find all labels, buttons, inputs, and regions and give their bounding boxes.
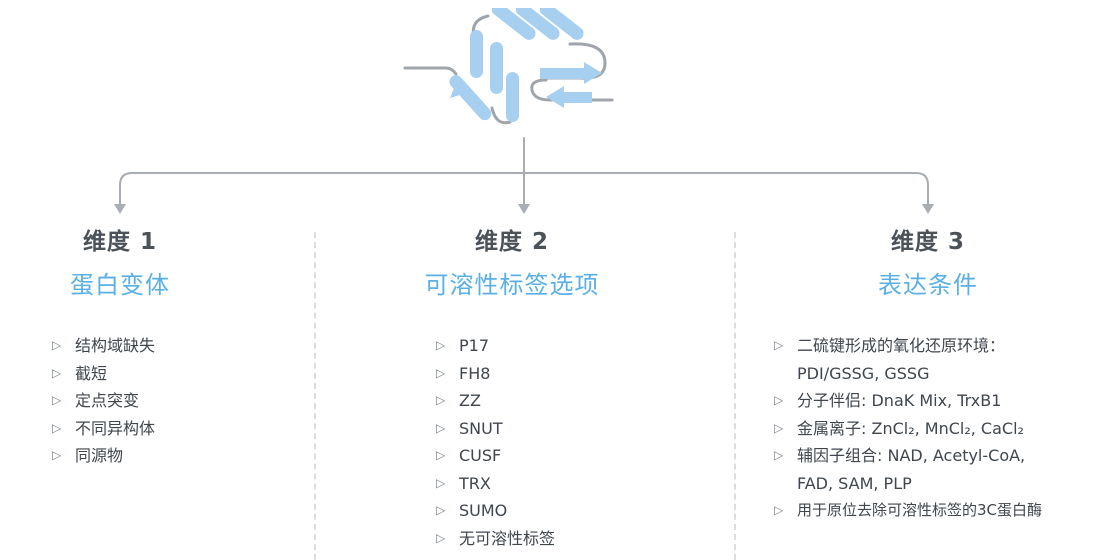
column-1-heading: 维度 1 <box>82 229 157 255</box>
open-triangle-bullet-icon: ▷ <box>436 503 446 517</box>
protein-structure-icon <box>403 8 614 125</box>
list-item-text: 截短 <box>75 363 108 383</box>
list-item-text: 结构域缺失 <box>75 336 156 355</box>
list-item: ▷ 同源物 <box>52 442 155 470</box>
open-triangle-bullet-icon: ▷ <box>774 503 784 517</box>
list-item-text: 辅因子组合: NAD, Acetyl-CoA, <box>797 446 1026 465</box>
list-item: ▷ TRX <box>436 470 555 498</box>
column-2-list: ▷ P17 ▷ FH8 ▷ ZZ ▷ SNUT ▷ CUSF ▷ TRX ▷ SUMO ▷ 无可… <box>436 332 555 552</box>
list-item-text: 无可溶性标签 <box>459 528 556 548</box>
column-3-list: ▷ 二硫键形成的氧化还原环境： PDI/GSSG, GSSG ▷ 分子伴侣: DnaK… <box>774 332 1042 525</box>
list-item-text: 用于原位去除可溶性标签的3C蛋白酶 <box>797 501 1043 519</box>
column-2: 维度 2 可溶性标签选项 <box>402 224 622 304</box>
open-triangle-bullet-icon: ▷ <box>774 338 784 352</box>
list-item-text: 不同异构体 <box>75 418 156 438</box>
column-2-subheading: 可溶性标签选项 <box>424 271 600 299</box>
column-3: 维度 3 表达条件 <box>838 224 1018 304</box>
column-1-list: ▷ 结构域缺失 ▷ 截短 ▷ 定点突变 ▷ 不同异构体 ▷ 同源物 <box>52 332 155 470</box>
connector-arrows <box>114 137 934 214</box>
list-item: ▷ 无可溶性标签 <box>436 525 555 553</box>
divider-left <box>314 232 316 560</box>
list-item: ▷ 二硫键形成的氧化还原环境： PDI/GSSG, GSSG <box>774 332 1042 387</box>
column-3-subheading: 表达条件 <box>878 271 978 299</box>
list-item: ▷ P17 <box>436 332 555 360</box>
list-item-text: P17 <box>459 336 490 355</box>
list-item-continuation: PDI/GSSG, GSSG <box>797 363 930 383</box>
list-item-text: SNUT <box>459 418 503 438</box>
list-item-text: 金属离子: ZnCl₂, MnCl₂, CaCl₂ <box>797 418 1024 438</box>
column-2-heading: 维度 2 <box>474 229 549 255</box>
list-item: ▷ ZZ <box>436 387 555 415</box>
list-item-text: TRX <box>459 473 491 493</box>
open-triangle-bullet-icon: ▷ <box>436 338 446 352</box>
open-triangle-bullet-icon: ▷ <box>436 530 446 545</box>
open-triangle-bullet-icon: ▷ <box>52 393 62 407</box>
list-item-text: SUMO <box>459 501 508 520</box>
list-item-text: 分子伴侣: DnaK Mix, TrxB1 <box>797 391 1002 410</box>
list-item: ▷ 用于原位去除可溶性标签的3C蛋白酶 <box>774 497 1042 525</box>
list-item: ▷ 辅因子组合: NAD, Acetyl-CoA, FAD, SAM, PLP <box>774 442 1042 497</box>
connector-bar <box>119 172 929 206</box>
open-triangle-bullet-icon: ▷ <box>436 448 446 462</box>
list-item-text: ZZ <box>459 391 481 410</box>
arrow-head-right <box>922 204 934 214</box>
open-triangle-bullet-icon: ▷ <box>436 420 446 435</box>
column-1: 维度 1 蛋白变体 <box>40 224 200 304</box>
open-triangle-bullet-icon: ▷ <box>436 393 446 407</box>
list-item-text: 二硫键形成的氧化还原环境： <box>797 336 1006 355</box>
open-triangle-bullet-icon: ▷ <box>774 393 784 407</box>
list-item: ▷ SUMO <box>436 497 555 525</box>
column-1-subheading: 蛋白变体 <box>70 271 170 299</box>
open-triangle-bullet-icon: ▷ <box>436 475 446 490</box>
arrow-head-left <box>114 204 126 214</box>
divider-right <box>734 232 736 560</box>
list-item: ▷ 截短 <box>52 360 155 388</box>
list-item: ▷ SNUT <box>436 415 555 443</box>
list-item-text: FH8 <box>459 363 491 383</box>
list-item: ▷ 结构域缺失 <box>52 332 155 360</box>
open-triangle-bullet-icon: ▷ <box>52 448 62 462</box>
column-3-heading: 维度 3 <box>890 229 965 255</box>
open-triangle-bullet-icon: ▷ <box>52 365 62 380</box>
list-item: ▷ 定点突变 <box>52 387 155 415</box>
open-triangle-bullet-icon: ▷ <box>774 448 784 462</box>
list-item-text: CUSF <box>459 446 502 465</box>
list-item-text: 同源物 <box>75 446 124 465</box>
list-item: ▷ 不同异构体 <box>52 415 155 443</box>
open-triangle-bullet-icon: ▷ <box>774 420 784 435</box>
list-item: ▷ 金属离子: ZnCl₂, MnCl₂, CaCl₂ <box>774 415 1042 443</box>
list-item: ▷ CUSF <box>436 442 555 470</box>
list-item-text: 定点突变 <box>75 391 140 410</box>
list-item: ▷ FH8 <box>436 360 555 388</box>
list-item: ▷ 分子伴侣: DnaK Mix, TrxB1 <box>774 387 1042 415</box>
open-triangle-bullet-icon: ▷ <box>52 338 62 352</box>
open-triangle-bullet-icon: ▷ <box>436 365 446 380</box>
open-triangle-bullet-icon: ▷ <box>52 420 62 435</box>
arrow-head-center <box>518 204 530 214</box>
list-item-continuation: FAD, SAM, PLP <box>797 473 912 493</box>
